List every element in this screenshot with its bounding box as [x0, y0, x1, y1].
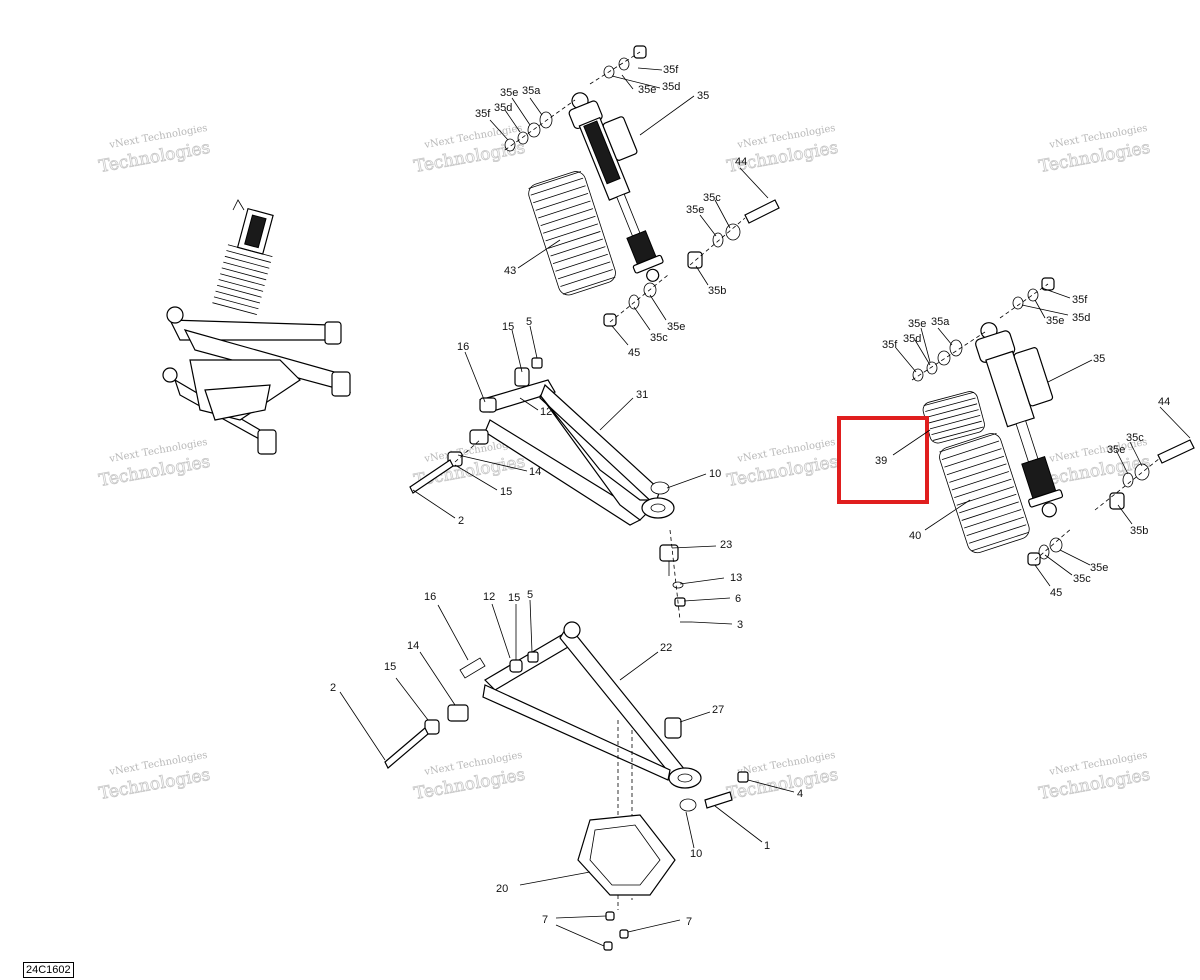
- callout-35b: 35b: [1130, 525, 1148, 537]
- callout-35d: 35d: [662, 81, 680, 93]
- callout-27: 27: [712, 704, 724, 716]
- callout-40: 40: [909, 530, 921, 542]
- callout-35d: 35d: [494, 102, 512, 114]
- callout-5: 5: [527, 589, 533, 601]
- callout-16: 16: [424, 591, 436, 603]
- leader-lines: [339, 67, 1191, 947]
- callout-43: 43: [504, 265, 516, 277]
- callout-1: 1: [764, 840, 770, 852]
- callout-35e: 35e: [1090, 562, 1108, 574]
- watermark: vNext Technologies Technologies: [1037, 750, 1152, 805]
- callout-35b: 35b: [708, 285, 726, 297]
- callout-2: 2: [458, 515, 464, 527]
- callout-6: 6: [735, 593, 741, 605]
- callout-35e: 35e: [1107, 444, 1125, 456]
- callout-35e: 35e: [686, 204, 704, 216]
- callout-31: 31: [636, 389, 648, 401]
- callout-35: 35: [697, 90, 709, 102]
- callout-35c: 35c: [1126, 432, 1144, 444]
- callout-44: 44: [735, 156, 747, 168]
- callout-15: 15: [502, 321, 514, 333]
- callout-2: 2: [330, 682, 336, 694]
- callout-45: 45: [1050, 587, 1062, 599]
- callout-35a: 35a: [931, 316, 950, 328]
- callout-12: 12: [540, 406, 552, 418]
- callout-22: 22: [660, 642, 672, 654]
- callout-15: 15: [384, 661, 396, 673]
- shock-assembly-2: [911, 277, 1195, 566]
- callout-14: 14: [529, 466, 541, 478]
- watermark: vNext Technologies Technologies: [97, 123, 212, 178]
- callout-10: 10: [690, 848, 702, 860]
- callout-7: 7: [542, 914, 548, 926]
- callout-35e: 35e: [638, 84, 656, 96]
- callout-35d: 35d: [1072, 312, 1090, 324]
- spring-43: [528, 171, 616, 296]
- callout-35c: 35c: [703, 192, 721, 204]
- callout-35f: 35f: [882, 339, 898, 351]
- callout-35f: 35f: [475, 108, 491, 120]
- watermark: vNext Technologies Technologies: [97, 750, 212, 805]
- callout-35e: 35e: [1046, 315, 1064, 327]
- spring-39: [922, 391, 985, 444]
- callout-35f: 35f: [1072, 294, 1088, 306]
- callout-35e: 35e: [500, 87, 518, 99]
- callout-20: 20: [496, 883, 508, 895]
- callout-35d: 35d: [903, 333, 921, 345]
- callout-13: 13: [730, 572, 742, 584]
- watermark: vNext Technologies Technologies: [725, 437, 840, 492]
- callout-15: 15: [500, 486, 512, 498]
- callout-3: 3: [737, 619, 743, 631]
- lower-a-arm: [384, 621, 749, 951]
- callout-45: 45: [628, 347, 640, 359]
- watermark: vNext Technologies Technologies: [97, 437, 212, 492]
- callout-39: 39: [875, 455, 887, 467]
- callout-labels: 35f 35e 35d 35 35e 35a 35d 35f 44 35c 35…: [330, 64, 1170, 928]
- highlight-box: [837, 416, 929, 504]
- assembly-overview: [162, 199, 351, 455]
- callout-7: 7: [686, 916, 692, 928]
- callout-44: 44: [1158, 396, 1170, 408]
- watermark: vNext Technologies Technologies: [412, 750, 527, 805]
- callout-35f: 35f: [663, 64, 679, 76]
- watermark: vNext Technologies Technologies: [1037, 123, 1152, 178]
- shock-assembly-1: [504, 45, 780, 327]
- callout-35e: 35e: [908, 318, 926, 330]
- callout-35c: 35c: [1073, 573, 1091, 585]
- callout-14: 14: [407, 640, 419, 652]
- callout-35c: 35c: [650, 332, 668, 344]
- callout-4: 4: [797, 788, 803, 800]
- callout-35: 35: [1093, 353, 1105, 365]
- callout-15: 15: [508, 592, 520, 604]
- callout-16: 16: [457, 341, 469, 353]
- diagram-code-label: 24C1602: [23, 962, 74, 978]
- callout-35a: 35a: [522, 85, 541, 97]
- callout-35e: 35e: [667, 321, 685, 333]
- callout-23: 23: [720, 539, 732, 551]
- spring-40: [939, 433, 1030, 554]
- callout-5: 5: [526, 316, 532, 328]
- upper-a-arm: [409, 357, 692, 623]
- callout-10: 10: [709, 468, 721, 480]
- callout-12: 12: [483, 591, 495, 603]
